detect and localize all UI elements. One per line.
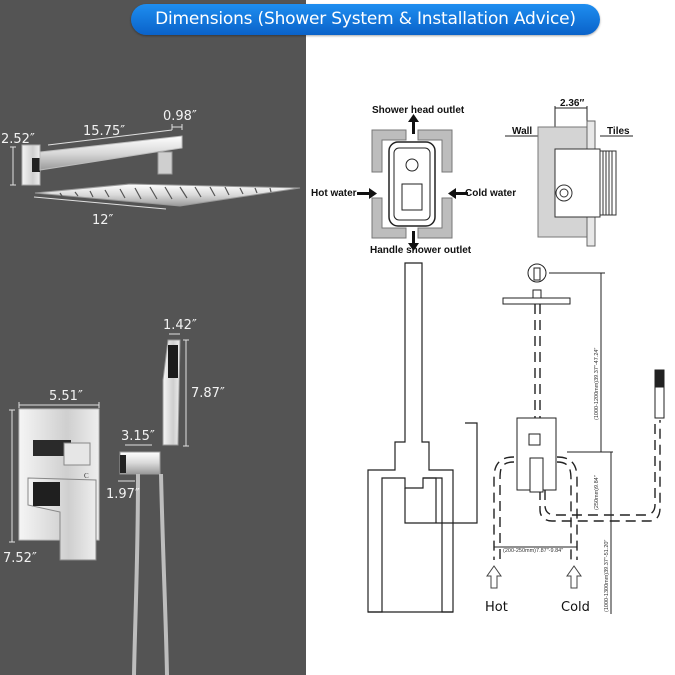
rain-head — [34, 183, 301, 207]
cold-label: Cold — [561, 600, 590, 615]
dimension-lines-head — [10, 124, 183, 210]
handle-shower-outlet-label: Handle shower outlet — [370, 245, 472, 256]
hot-label: Hot — [485, 600, 508, 615]
cold-inlet-arrow — [566, 565, 582, 589]
cold-marker: C — [84, 472, 89, 480]
tiles-label: Tiles — [607, 126, 630, 137]
product-photo-panel — [0, 0, 306, 675]
arm-thickness-label: 0.98″ — [163, 109, 197, 124]
holder-length-label: 3.15″ — [121, 429, 155, 444]
dashed-pipes — [493, 304, 661, 560]
head-height-dim: (1000-1200mm)39.37″-47.24″ — [594, 348, 600, 420]
shower-arm — [39, 135, 183, 171]
arm-length-label: 15.75″ — [83, 124, 125, 139]
head-width-label: 12″ — [92, 213, 114, 228]
tile-fins — [599, 150, 617, 216]
diverter-knob — [33, 440, 71, 456]
page-title: Dimensions (Shower System & Installation… — [131, 4, 600, 35]
plate-width-label: 5.51″ — [49, 389, 83, 404]
cold-water-label: Cold water — [465, 188, 516, 199]
hand-head-width-label: 1.42″ — [163, 318, 197, 333]
dimension-lines-mixer — [9, 402, 100, 543]
hot-water-label: Hot water — [311, 188, 357, 199]
depth-label: 2.36″ — [560, 98, 584, 109]
hand-shower-illustration: 1.42″ 7.87″ 3.15″ 1.97″ — [106, 318, 225, 675]
plate-height-label: 7.52″ — [3, 551, 37, 566]
valve-flow-diagram: Shower head outlet Handle shower outlet … — [311, 105, 516, 256]
dimension-lines-hand — [118, 333, 189, 482]
hose — [132, 473, 169, 675]
valve-offset-dim: (250mm)9.84″ — [594, 475, 600, 510]
inlet-spacing-dim: (200-250mm)7.87″-9.84″ — [503, 548, 563, 554]
arm-connector — [157, 151, 173, 175]
flow-arrows — [357, 114, 468, 251]
mixer-outline-drawing — [367, 262, 478, 613]
hand-length-label: 7.87″ — [191, 386, 225, 401]
installation-diagram: (1000-1200mm)39.37″-47.24″ (250mm)9.84″ … — [485, 263, 665, 615]
nozzle-rows — [59, 186, 272, 200]
hot-inlet-arrow — [486, 565, 502, 589]
mixer-valve-illustration: C 5.51″ 7.52″ — [3, 389, 100, 566]
wall-depth-diagram: 2.36″ Wall Tiles — [505, 98, 633, 247]
inlet-height-dim: (1000-1300mm)39.37″-51.20″ — [604, 540, 610, 612]
flange-height-label: 2.52″ — [1, 132, 35, 147]
outlet-width-label: 1.97″ — [106, 487, 140, 502]
wall-label: Wall — [512, 126, 532, 137]
shower-head-illustration: 2.52″ 15.75″ 0.98″ 12″ — [1, 109, 301, 228]
shower-head-outlet-label: Shower head outlet — [372, 105, 465, 116]
